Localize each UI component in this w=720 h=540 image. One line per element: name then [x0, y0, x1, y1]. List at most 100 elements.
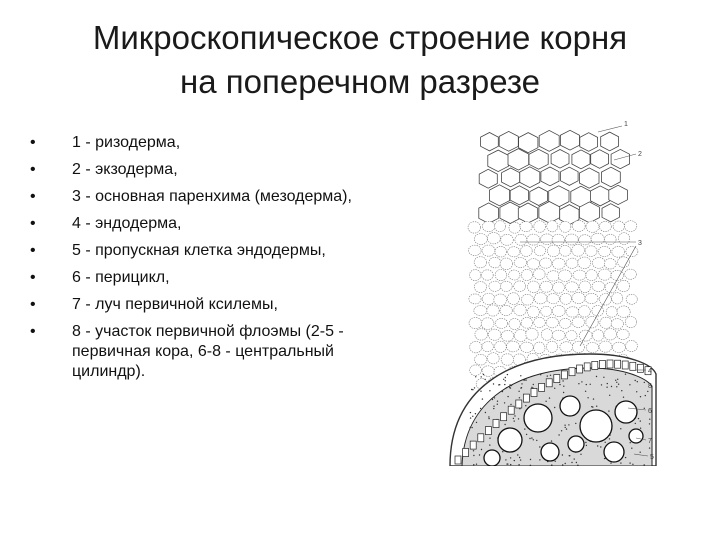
- bullet-item: 7 - луч первичной ксилемы,: [30, 295, 370, 315]
- stipple-dot: [647, 390, 649, 393]
- stipple-dot: [529, 437, 531, 440]
- stipple-dot: [589, 383, 591, 385]
- endoderm-cell: [515, 399, 523, 409]
- parenchyma-cell: [571, 316, 585, 328]
- stipple-dot: [529, 464, 532, 466]
- bullet-item: 3 - основная паренхима (мезодерма),: [30, 187, 370, 207]
- parenchyma-cell: [473, 305, 488, 316]
- bullet-item: 5 - пропускная клетка эндодермы,: [30, 241, 370, 261]
- parenchyma-cell: [585, 342, 600, 353]
- stipple-dot: [636, 381, 638, 383]
- parenchyma-cell: [625, 294, 638, 305]
- cortex-cell: [601, 203, 620, 223]
- endoderm-cell: [523, 393, 530, 403]
- parenchyma-cell: [612, 220, 625, 232]
- endoderm-cell: [462, 448, 469, 457]
- figure-label-6: 6: [648, 408, 652, 415]
- cortex-cell: [509, 185, 529, 206]
- parenchyma-cell: [507, 292, 520, 305]
- stipple-dot: [489, 444, 491, 446]
- stipple-dot: [519, 408, 521, 410]
- parenchyma-cell: [604, 258, 617, 270]
- stipple-dot: [639, 427, 642, 429]
- stipple-dot: [606, 382, 608, 385]
- parenchyma-cell: [565, 330, 578, 341]
- stipple-dot: [558, 434, 560, 436]
- stipple-dot: [600, 446, 602, 448]
- stipple-dot: [554, 460, 556, 462]
- parenchyma-cell: [468, 317, 483, 329]
- stipple-dot: [629, 384, 631, 386]
- stipple-dot: [639, 420, 641, 422]
- cortex-cell: [559, 129, 580, 151]
- cortex-cell: [498, 130, 519, 152]
- stipple-dot: [517, 454, 519, 456]
- stipple-dot: [545, 400, 547, 402]
- stipple-dot: [493, 407, 495, 410]
- parenchyma-cell: [533, 220, 546, 233]
- parenchyma-cell: [612, 341, 626, 353]
- stipple-dot: [568, 455, 570, 457]
- cortex-cell: [501, 167, 521, 188]
- parenchyma-cell: [469, 341, 483, 354]
- parenchyma-cell: [499, 257, 513, 270]
- xylem-vessel: [497, 427, 523, 453]
- stipple-dot: [608, 410, 610, 412]
- stipple-dot: [575, 461, 578, 464]
- parenchyma-cell: [571, 292, 586, 304]
- parenchyma-cell: [546, 340, 559, 353]
- stipple-dot: [469, 417, 472, 419]
- stipple-dot: [493, 405, 495, 407]
- parenchyma-cell: [520, 341, 534, 353]
- stipple-dot: [560, 430, 563, 432]
- parenchyma-cell: [527, 305, 540, 319]
- stipple-dot: [488, 417, 490, 420]
- stipple-dot: [639, 451, 641, 453]
- cortex-cell: [608, 184, 628, 206]
- stipple-dot: [471, 388, 473, 391]
- endoderm-cell: [629, 361, 637, 371]
- parenchyma-cell: [533, 317, 546, 328]
- stipple-dot: [644, 394, 646, 397]
- cortex-cell: [528, 148, 549, 170]
- parenchyma-cell: [618, 232, 630, 245]
- endoderm-cell: [545, 378, 553, 388]
- cortex-cell: [600, 166, 621, 188]
- endoderm-cell: [583, 362, 591, 372]
- parenchyma-cell: [500, 330, 515, 342]
- parenchyma-cell: [546, 220, 559, 233]
- parenchyma-cell: [468, 293, 482, 305]
- parenchyma-cell: [584, 245, 598, 257]
- stipple-dot: [565, 428, 568, 430]
- stipple-dot: [562, 464, 564, 466]
- xylem-vessel: [567, 435, 585, 453]
- stipple-dot: [509, 384, 511, 386]
- stipple-dot: [484, 411, 487, 414]
- stipple-dot: [610, 385, 613, 388]
- endoderm-cell: [606, 359, 614, 369]
- stipple-dot: [616, 381, 618, 383]
- endoderm-cell: [576, 364, 583, 374]
- stipple-dot: [513, 420, 515, 422]
- parenchyma-cell: [488, 328, 502, 341]
- parenchyma-cell: [507, 246, 521, 258]
- parenchyma-cell: [493, 293, 507, 307]
- stipple-dot: [520, 375, 522, 377]
- slide-title: Микроскопическое строение корня на попер…: [30, 16, 690, 104]
- parenchyma-cell: [495, 318, 509, 329]
- stipple-dot: [536, 439, 538, 442]
- stipple-dot: [580, 453, 582, 455]
- parenchyma-cell: [585, 316, 599, 329]
- stipple-dot: [501, 390, 504, 393]
- parenchyma-cell: [474, 354, 488, 366]
- parenchyma-cell: [552, 281, 565, 294]
- stipple-dot: [578, 383, 580, 385]
- parenchyma-cell: [578, 280, 592, 293]
- stipple-dot: [564, 462, 566, 465]
- stipple-dot: [562, 380, 564, 382]
- parenchyma-cell: [599, 316, 613, 329]
- parenchyma-cell: [610, 270, 624, 281]
- stipple-dot: [603, 457, 606, 460]
- stipple-dot: [629, 462, 631, 464]
